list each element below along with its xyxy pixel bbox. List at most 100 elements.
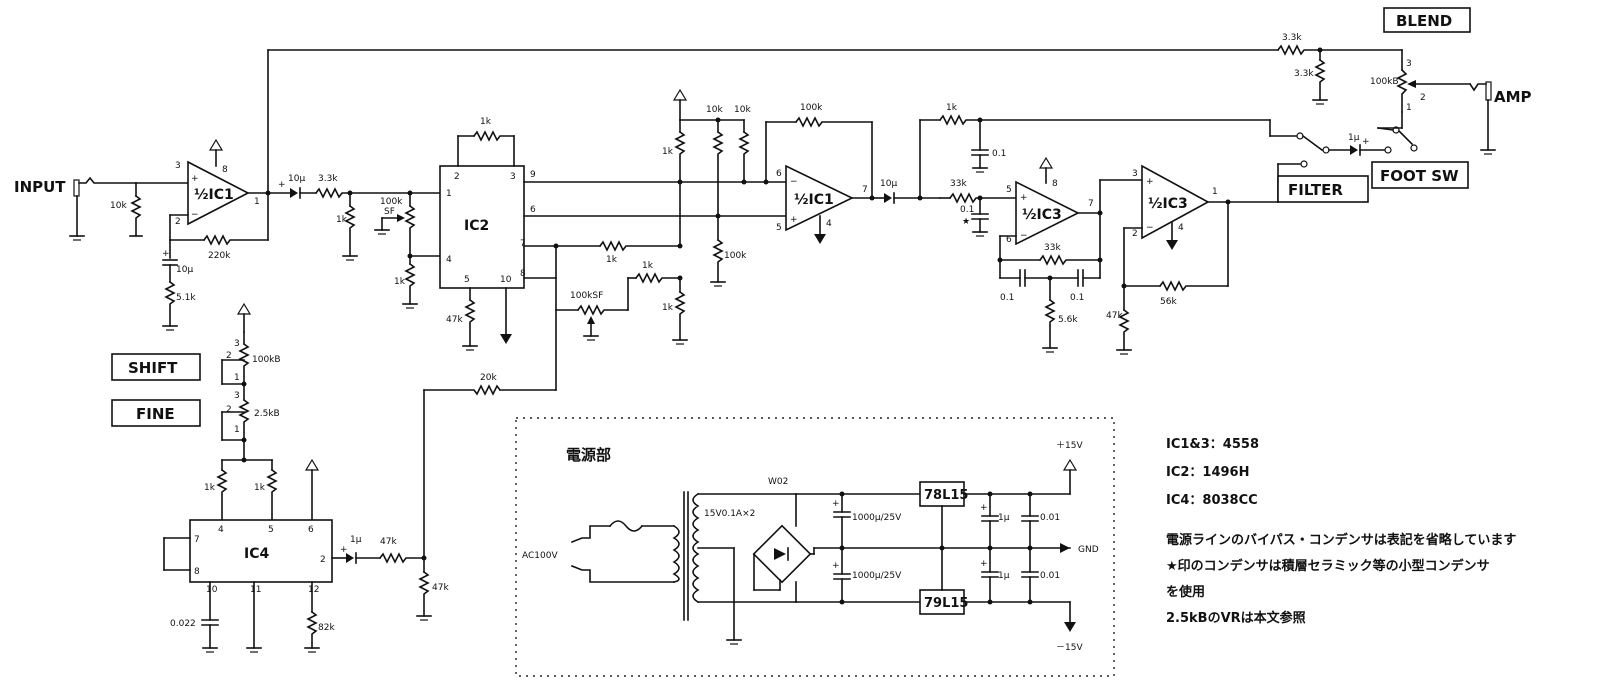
svg-text:½IC1: ½IC1 xyxy=(194,187,234,203)
svg-text:8: 8 xyxy=(520,269,526,279)
filter-label: FILTER xyxy=(1288,181,1343,199)
svg-text:0.1: 0.1 xyxy=(992,149,1006,159)
svg-text:6: 6 xyxy=(776,169,782,179)
ic2-input-section: 1k 100k SF 1k xyxy=(336,190,441,309)
svg-text:7: 7 xyxy=(1088,199,1094,209)
svg-text:0.1: 0.1 xyxy=(1000,293,1014,303)
svg-text:20k: 20k xyxy=(480,373,497,383)
ic2-box xyxy=(439,165,525,289)
svg-text:79L15: 79L15 xyxy=(924,596,968,611)
note-jp3: を使用 xyxy=(1166,584,1205,600)
svg-text:7: 7 xyxy=(862,185,868,195)
svg-text:4: 4 xyxy=(218,525,224,535)
reg-79l15 xyxy=(919,589,965,615)
svg-text:220k: 220k xyxy=(208,251,231,261)
svg-text:78L15: 78L15 xyxy=(924,488,968,503)
svg-text:6: 6 xyxy=(308,525,314,535)
svg-text:+: + xyxy=(1020,193,1028,203)
svg-text:10: 10 xyxy=(500,275,512,285)
svg-text:+: + xyxy=(278,180,286,190)
svg-text:1μ: 1μ xyxy=(998,513,1010,523)
svg-text:2: 2 xyxy=(175,217,181,227)
svg-text:0.1: 0.1 xyxy=(960,205,974,215)
svg-text:1k: 1k xyxy=(480,117,492,127)
svg-text:−: − xyxy=(1020,231,1028,241)
svg-text:+: + xyxy=(1362,137,1370,147)
svg-text:3.3k: 3.3k xyxy=(1294,69,1314,79)
svg-text:IC2: IC2 xyxy=(464,218,489,234)
svg-text:10μ: 10μ xyxy=(176,265,193,275)
svg-text:4: 4 xyxy=(826,219,832,229)
svg-text:3.3k: 3.3k xyxy=(1282,33,1302,43)
svg-text:9: 9 xyxy=(530,170,536,180)
svg-text:8: 8 xyxy=(1052,179,1058,189)
svg-text:+: + xyxy=(162,249,170,259)
svg-text:－15V: －15V xyxy=(1056,643,1083,653)
svg-text:★: ★ xyxy=(962,217,970,227)
svg-text:10k: 10k xyxy=(734,105,751,115)
svg-text:1k: 1k xyxy=(254,483,266,493)
divider-section: 1k 10k 10k 100k 1k xyxy=(662,88,751,345)
svg-text:10μ: 10μ xyxy=(288,174,305,184)
svg-text:33k: 33k xyxy=(950,179,967,189)
svg-text:1μ: 1μ xyxy=(998,571,1010,581)
ic3b-opamp xyxy=(1141,164,1210,240)
ic1a-opamp xyxy=(187,160,250,226)
ic1b-opamp xyxy=(785,164,854,232)
svg-text:1k: 1k xyxy=(662,303,674,313)
svg-text:1000μ/25V: 1000μ/25V xyxy=(852,513,902,523)
svg-text:6: 6 xyxy=(530,205,536,215)
svg-text:2: 2 xyxy=(226,405,232,415)
svg-text:0.01: 0.01 xyxy=(1040,513,1060,523)
filter-section: 1k 0.1 33k 0.1 ★ ½IC3 5 6 8 7 + − 33k xyxy=(919,103,1369,355)
foot-switch-section: 1μ + FOOT SW xyxy=(1269,119,1469,189)
svg-text:5: 5 xyxy=(464,275,470,285)
svg-text:+: + xyxy=(1146,177,1154,187)
svg-text:47k: 47k xyxy=(446,315,463,325)
svg-text:1k: 1k xyxy=(662,147,674,157)
svg-text:8: 8 xyxy=(222,165,228,175)
svg-text:100kSF: 100kSF xyxy=(570,291,603,301)
svg-text:12: 12 xyxy=(308,585,319,595)
foot-sw-label: FOOT SW xyxy=(1380,167,1459,185)
svg-text:10k: 10k xyxy=(706,105,723,115)
svg-text:−: − xyxy=(1146,223,1154,233)
svg-text:1000μ/25V: 1000μ/25V xyxy=(852,571,902,581)
shift-label: SHIFT xyxy=(128,359,178,377)
svg-text:1k: 1k xyxy=(336,215,348,225)
ic4-section: 3 2 1 100kB SHIFT 3 2 1 2.5kB FINE 1k 1k xyxy=(111,302,449,653)
svg-text:+: + xyxy=(790,215,798,225)
svg-text:10: 10 xyxy=(206,585,218,595)
svg-text:−: − xyxy=(790,177,798,187)
svg-text:3: 3 xyxy=(234,391,240,401)
svg-text:3.3k: 3.3k xyxy=(318,174,338,184)
svg-text:＋15V: ＋15V xyxy=(1056,440,1083,451)
ic2-section: IC2 1 2 3 4 5 10 9 6 7 8 1k 47k 1k xyxy=(423,117,787,559)
svg-text:+: + xyxy=(980,559,988,569)
amp-label: AMP xyxy=(1494,88,1532,106)
svg-text:100kB: 100kB xyxy=(1370,77,1399,87)
fine-label: FINE xyxy=(136,405,175,423)
svg-text:1μ: 1μ xyxy=(1348,133,1360,143)
svg-text:2: 2 xyxy=(226,351,232,361)
svg-text:W02: W02 xyxy=(768,477,788,487)
ic3a-opamp xyxy=(1015,180,1080,246)
power-supply-border xyxy=(515,417,1115,677)
svg-text:0.1: 0.1 xyxy=(1070,293,1084,303)
svg-text:10μ: 10μ xyxy=(880,179,897,189)
note-jp2: ★印のコンデンサは積層セラミック等の小型コンデンサ xyxy=(1166,558,1490,574)
svg-text:1k: 1k xyxy=(642,261,654,271)
svg-text:AC100V: AC100V xyxy=(522,551,558,561)
svg-text:3: 3 xyxy=(234,339,240,349)
svg-text:3: 3 xyxy=(1406,59,1412,69)
svg-text:15V0.1A×2: 15V0.1A×2 xyxy=(704,509,755,519)
note-jp1: 電源ラインのバイパス・コンデンサは表記を省略しています xyxy=(1166,532,1516,548)
svg-text:5: 5 xyxy=(1006,185,1012,195)
svg-text:2: 2 xyxy=(1420,93,1426,103)
svg-text:100kB: 100kB xyxy=(252,355,281,365)
svg-text:GND: GND xyxy=(1078,545,1099,555)
svg-text:5: 5 xyxy=(776,223,782,233)
blend-section: 3.3k 3.3k 3 1 2 100kB AMP BLEND xyxy=(267,7,1532,155)
blend-label: BLEND xyxy=(1396,12,1452,30)
